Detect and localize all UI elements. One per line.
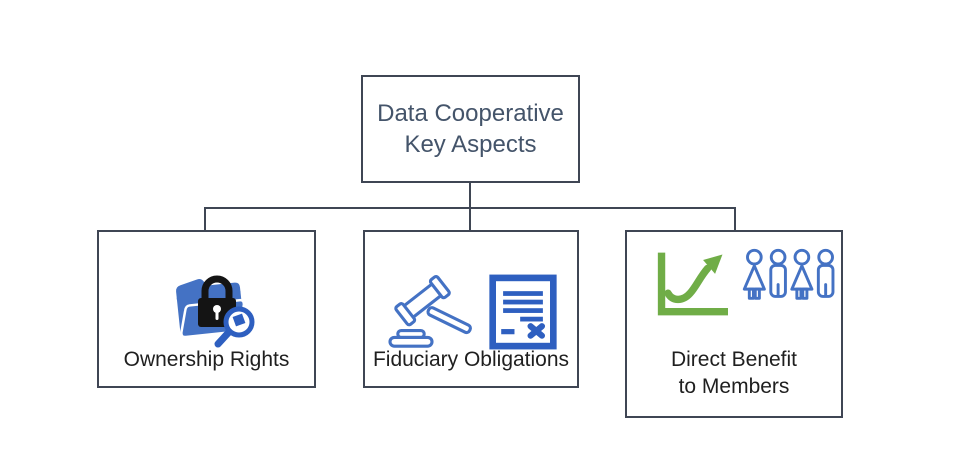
- growth-chart-arrow-icon: [657, 252, 728, 316]
- node-label-line-2: to Members: [678, 375, 790, 398]
- connector-drop-left: [204, 207, 206, 230]
- node-fiduciary-obligations: Fiduciary Obligations: [363, 230, 579, 388]
- node-ownership-rights: Ownership Rights: [97, 230, 316, 388]
- node-label-line-1: Direct Benefit: [670, 348, 798, 371]
- node-label: Ownership Rights: [123, 348, 290, 371]
- folder-lock-search-icon: [176, 275, 255, 348]
- node-label: Fiduciary Obligations: [372, 348, 570, 371]
- contract-document-icon: [489, 274, 557, 350]
- node-label: Direct Benefit to Members: [627, 346, 841, 400]
- member-group-icon: [742, 248, 835, 300]
- root-title-line-2: Key Aspects: [404, 131, 537, 158]
- connector-drop-middle: [469, 207, 471, 230]
- node-direct-benefit-to-members: Direct Benefit to Members: [625, 230, 843, 418]
- connector-drop-right: [734, 207, 736, 230]
- gavel-icon: [388, 274, 472, 348]
- root-node: Data Cooperative Key Aspects: [361, 75, 580, 183]
- root-title-line-1: Data Cooperative: [377, 100, 564, 127]
- connector-root-stem: [469, 183, 471, 209]
